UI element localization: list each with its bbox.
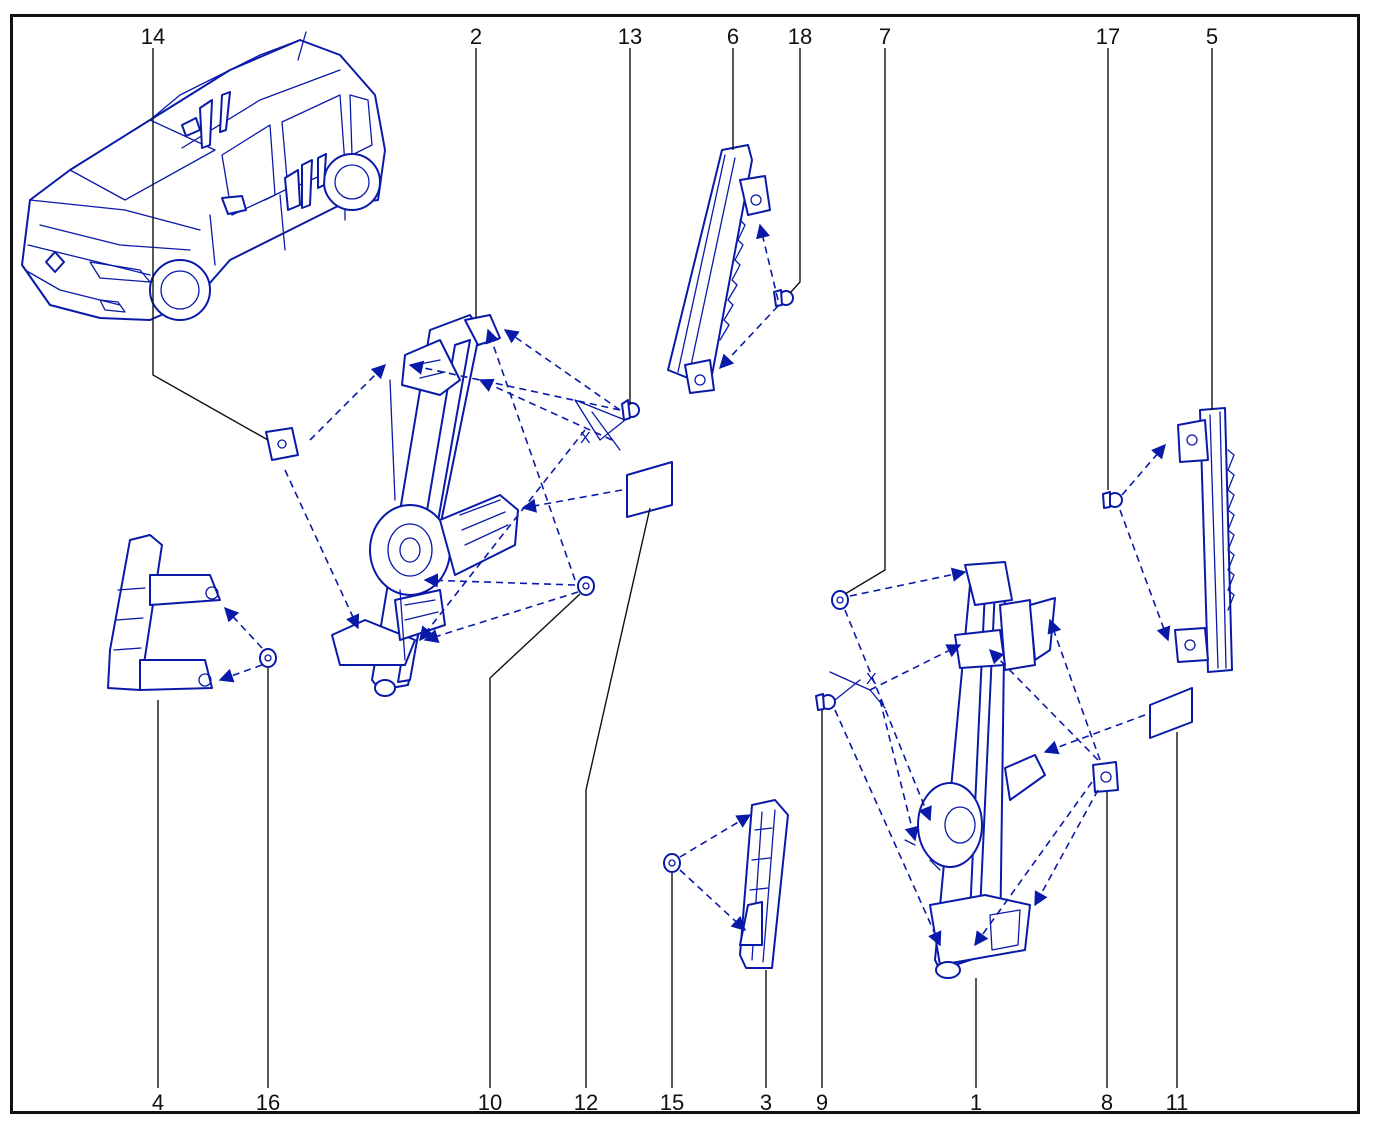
front-lower-guide — [107, 534, 221, 691]
callout-8: 8 — [1101, 1090, 1113, 1115]
part-10-nut — [577, 576, 595, 596]
callout-13: 13 — [618, 24, 642, 49]
part-11-label — [1149, 687, 1193, 739]
part-13-bolt — [621, 399, 640, 421]
rear-glass-guide-rail — [1174, 407, 1235, 673]
callout-5: 5 — [1206, 24, 1218, 49]
callout-14: 14 — [141, 24, 165, 49]
svg-text:X: X — [580, 430, 591, 447]
callout-12: 12 — [574, 1090, 598, 1115]
svg-text:X: X — [866, 671, 877, 688]
part-16-nut — [259, 648, 277, 668]
callout-4: 4 — [152, 1090, 164, 1115]
part-14-clip — [265, 427, 299, 461]
rear-window-regulator — [904, 561, 1056, 979]
part-17-bolt — [1102, 491, 1123, 509]
part-9-bolt — [815, 693, 836, 711]
rear-lower-guide — [739, 799, 789, 969]
callout-numbers: 14 2 13 6 18 7 17 5 4 16 10 12 15 3 9 1 … — [141, 24, 1218, 1115]
callout-6: 6 — [727, 24, 739, 49]
callout-15: 15 — [660, 1090, 684, 1115]
callout-11: 11 — [1166, 1090, 1189, 1115]
callout-18: 18 — [788, 24, 812, 49]
callout-3: 3 — [760, 1090, 772, 1115]
leader-lines — [152, 48, 1213, 1088]
callout-2: 2 — [470, 24, 482, 49]
part-7-nut — [831, 590, 849, 610]
callout-17: 17 — [1096, 24, 1120, 49]
callout-9: 9 — [816, 1090, 828, 1115]
part-12-label — [626, 461, 673, 518]
front-window-regulator — [331, 314, 519, 697]
part-15-nut — [663, 853, 681, 873]
front-x-marker: X — [574, 399, 626, 451]
assembly-arrows — [218, 223, 1171, 947]
front-glass-guide-rail — [667, 144, 771, 394]
part-8-clip — [1092, 761, 1119, 793]
callout-16: 16 — [256, 1090, 280, 1115]
vehicle-illustration — [21, 31, 386, 321]
callout-7: 7 — [879, 24, 891, 49]
callout-1: 1 — [970, 1090, 982, 1115]
callout-10: 10 — [478, 1090, 502, 1115]
